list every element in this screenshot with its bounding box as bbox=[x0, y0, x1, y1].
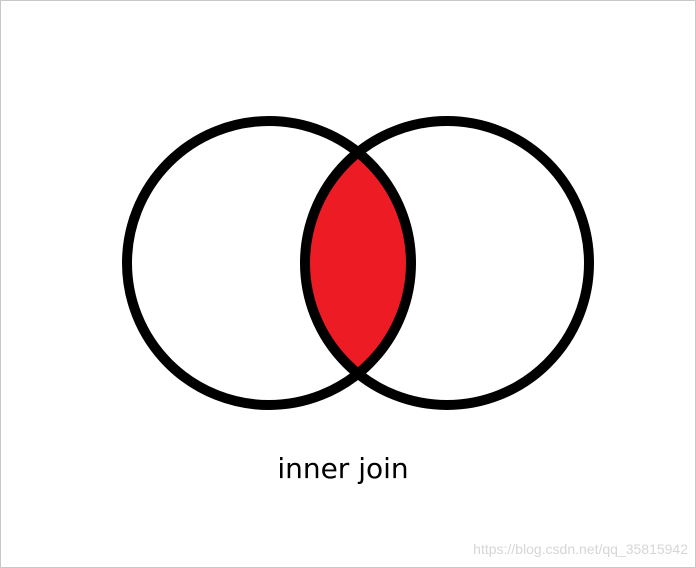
watermark-text: https://blog.csdn.net/qq_35815942 bbox=[473, 541, 688, 557]
right-set-circle bbox=[300, 116, 594, 410]
left-set-circle bbox=[122, 116, 416, 410]
diagram-caption: inner join bbox=[277, 452, 409, 485]
intersection-region bbox=[305, 121, 411, 405]
